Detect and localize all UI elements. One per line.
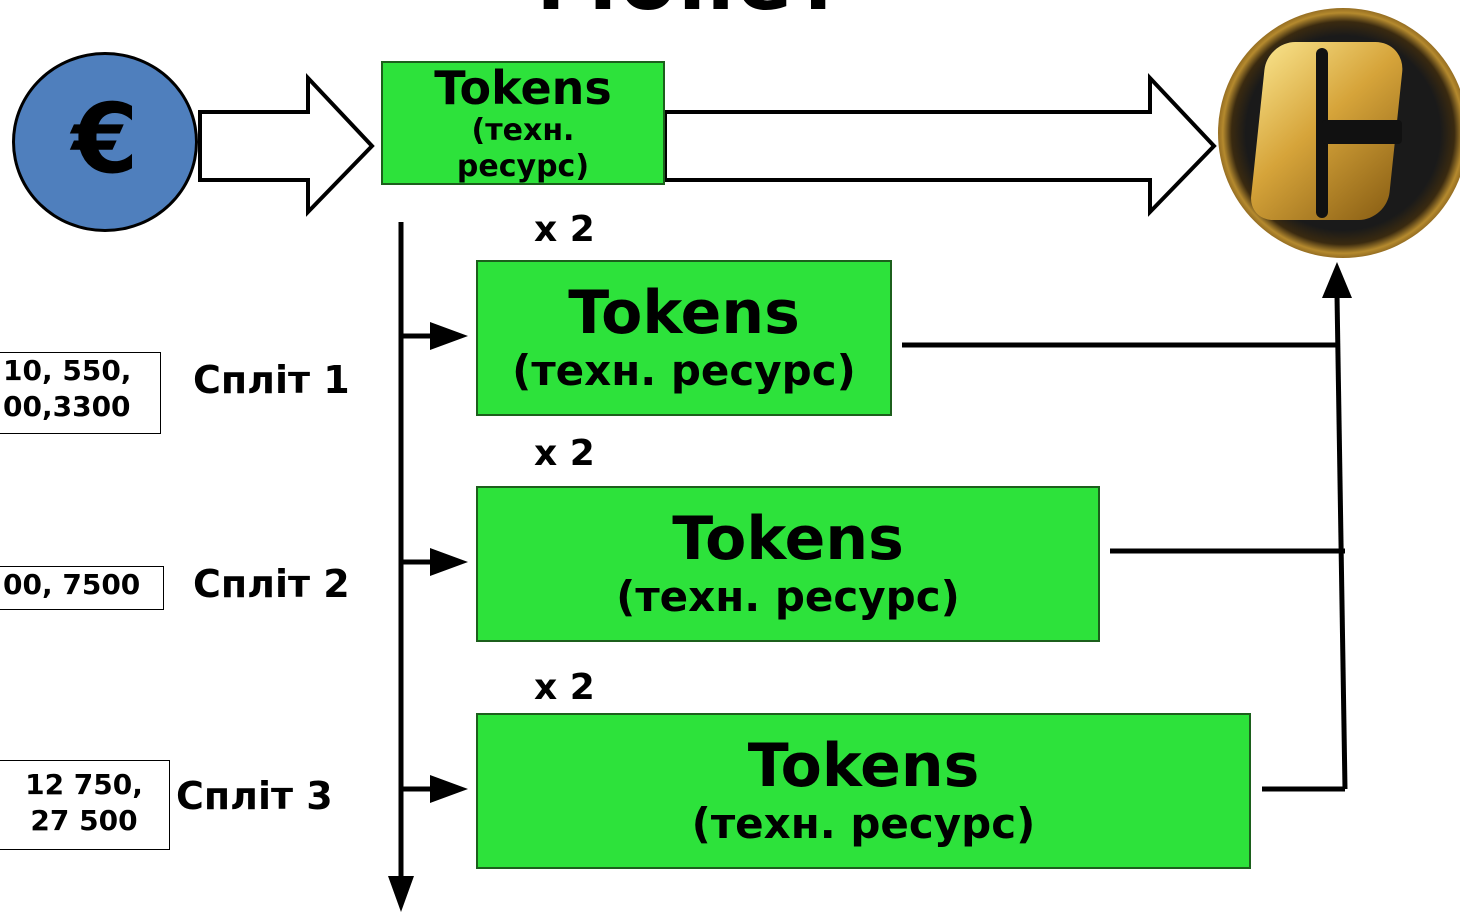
token-box-split-1: Tokens (техн. ресурс) [476,260,892,416]
gold-coin-logo-icon [1218,8,1460,258]
top-token-subtitle: (техн. ресурс) [456,113,590,184]
coin-slot-horizontal [1322,120,1402,144]
split-axis-arrowhead [388,876,414,912]
multiplier-label-3: x 2 [534,667,595,708]
split-label-3: Спліт 3 [176,774,333,818]
multiplier-label-2: x 2 [534,433,595,474]
euro-to-token-block-arrow [198,72,375,217]
branch-arrowhead-3 [430,775,468,803]
page-title: Монет [430,0,950,23]
split-values-2: 00, 7500 [0,566,164,610]
split-label-1: Спліт 1 [193,358,350,402]
multiplier-label-1: x 2 [534,209,595,250]
token-to-coin-block-arrow [663,72,1217,217]
top-token-box: Tokens (техн. ресурс) [381,61,665,185]
split-values-1: 10, 550, 00,3300 [0,352,161,434]
token-subtitle-1: (техн. ресурс) [512,346,856,395]
token-title-2: Tokens [672,504,904,574]
token-box-split-3: Tokens (техн. ресурс) [476,713,1251,869]
token-title-1: Tokens [568,278,800,348]
return-arrowhead [1322,262,1352,298]
return-riser-line [1334,294,1348,790]
token-box-split-2: Tokens (техн. ресурс) [476,486,1100,642]
branch-arrowhead-2 [430,548,468,576]
token-subtitle-2: (техн. ресурс) [616,572,960,621]
split-label-2: Спліт 2 [193,562,350,606]
branch-arrowhead-1 [430,322,468,350]
euro-coin-icon: € [12,52,198,232]
top-token-title: Tokens [434,61,612,115]
split-values-3: 12 750, 27 500 [0,760,170,850]
token-title-3: Tokens [747,731,980,801]
token-subtitle-3: (техн. ресурс) [691,799,1036,848]
euro-symbol: € [71,83,139,195]
